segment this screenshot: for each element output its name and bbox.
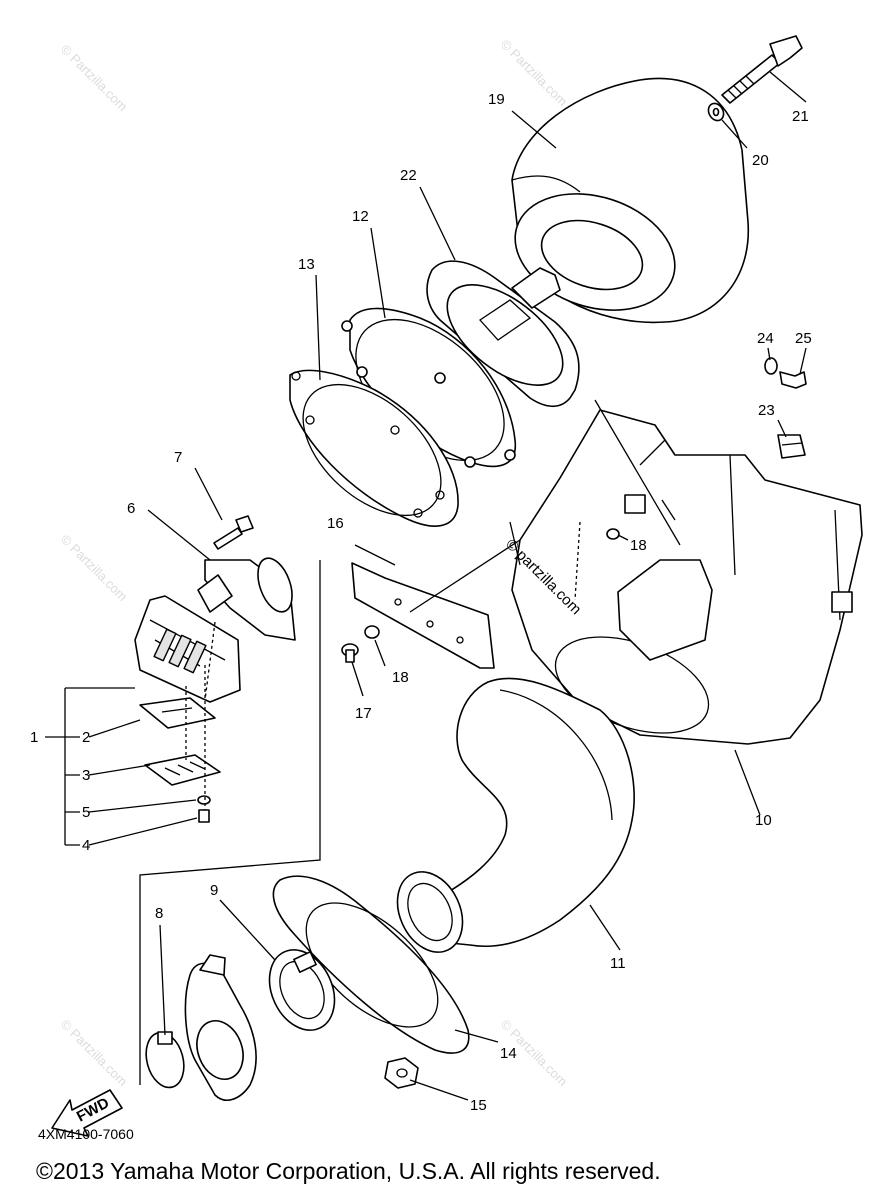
part-17-rivet	[341, 643, 359, 663]
part-19-air-filter	[511, 77, 750, 324]
part-2-stopper-plate	[139, 697, 216, 729]
callout-16: 16	[327, 515, 344, 532]
part-18-washer-a	[364, 625, 380, 639]
callout-15: 15	[470, 1097, 487, 1114]
diagram-code: 4XM4100-7060	[38, 1126, 134, 1142]
callout-14: 14	[500, 1045, 517, 1062]
callout-labels: 1 2 3 4 5 6 7 8 9 10 11 12 13 14 15 16 1…	[30, 91, 812, 1114]
part-7-bolt	[213, 515, 254, 550]
callout-12: 12	[352, 208, 369, 225]
part-3-reed	[144, 754, 221, 786]
callout-18a: 18	[392, 669, 409, 686]
callout-20: 20	[752, 152, 769, 169]
part-24-washer	[764, 357, 778, 375]
part-14-flange	[272, 875, 470, 1054]
part-1-reed-valve	[134, 595, 241, 703]
part-25-bolt	[779, 371, 807, 389]
callout-10: 10	[755, 812, 772, 829]
exploded-dashed-lines	[185, 621, 216, 810]
part-16-plate	[351, 562, 495, 669]
part-13-gasket	[289, 369, 459, 527]
callout-24: 24	[757, 330, 774, 347]
part-23-clip	[777, 434, 806, 459]
callout-25: 25	[795, 330, 812, 347]
carburetor	[184, 954, 257, 1101]
callout-6: 6	[127, 500, 135, 517]
boundary-lines	[139, 399, 681, 1085]
callout-23: 23	[758, 402, 775, 419]
part-6-manifold	[197, 557, 296, 641]
part-11-intake-boot	[396, 677, 635, 953]
part-4-screw	[198, 809, 210, 823]
leader-lines	[88, 71, 807, 1101]
watermark-3: © Partzilla.com	[58, 532, 131, 605]
callout-13: 13	[298, 256, 315, 273]
airbox-mount	[831, 591, 853, 613]
part-21-bolt	[721, 35, 803, 104]
callout-7: 7	[174, 449, 182, 466]
callout-1: 1	[30, 729, 38, 746]
watermark-2: © Partzilla.com	[498, 37, 571, 110]
callout-8: 8	[155, 905, 163, 922]
part-18-washer-b	[606, 528, 620, 540]
callout-22: 22	[400, 167, 417, 184]
part-9-clamp	[268, 949, 336, 1031]
callout-21: 21	[792, 108, 809, 125]
callout-2: 2	[82, 729, 90, 746]
group-bracket	[45, 687, 135, 846]
watermark-1: © Partzilla.com	[58, 42, 131, 115]
copyright-notice: ©2013 Yamaha Motor Corporation, U.S.A. A…	[36, 1158, 661, 1184]
callout-17: 17	[355, 705, 372, 722]
part-5-washer	[197, 795, 211, 805]
part-10-air-box	[511, 409, 863, 745]
airbox-bracket	[624, 494, 646, 514]
callout-19: 19	[488, 91, 505, 108]
part-8-clamp	[145, 1031, 185, 1089]
part-15-nut	[384, 1057, 419, 1089]
callout-18b: 18	[630, 537, 647, 554]
callout-11: 11	[610, 955, 626, 972]
watermark-4: © Partzilla.com	[58, 1017, 131, 1090]
part-20-washer	[707, 102, 725, 122]
callout-5: 5	[82, 804, 90, 821]
callout-3: 3	[82, 767, 90, 784]
part-22-filter-cage	[426, 260, 580, 408]
callout-4: 4	[82, 837, 90, 854]
callout-9: 9	[210, 882, 218, 899]
